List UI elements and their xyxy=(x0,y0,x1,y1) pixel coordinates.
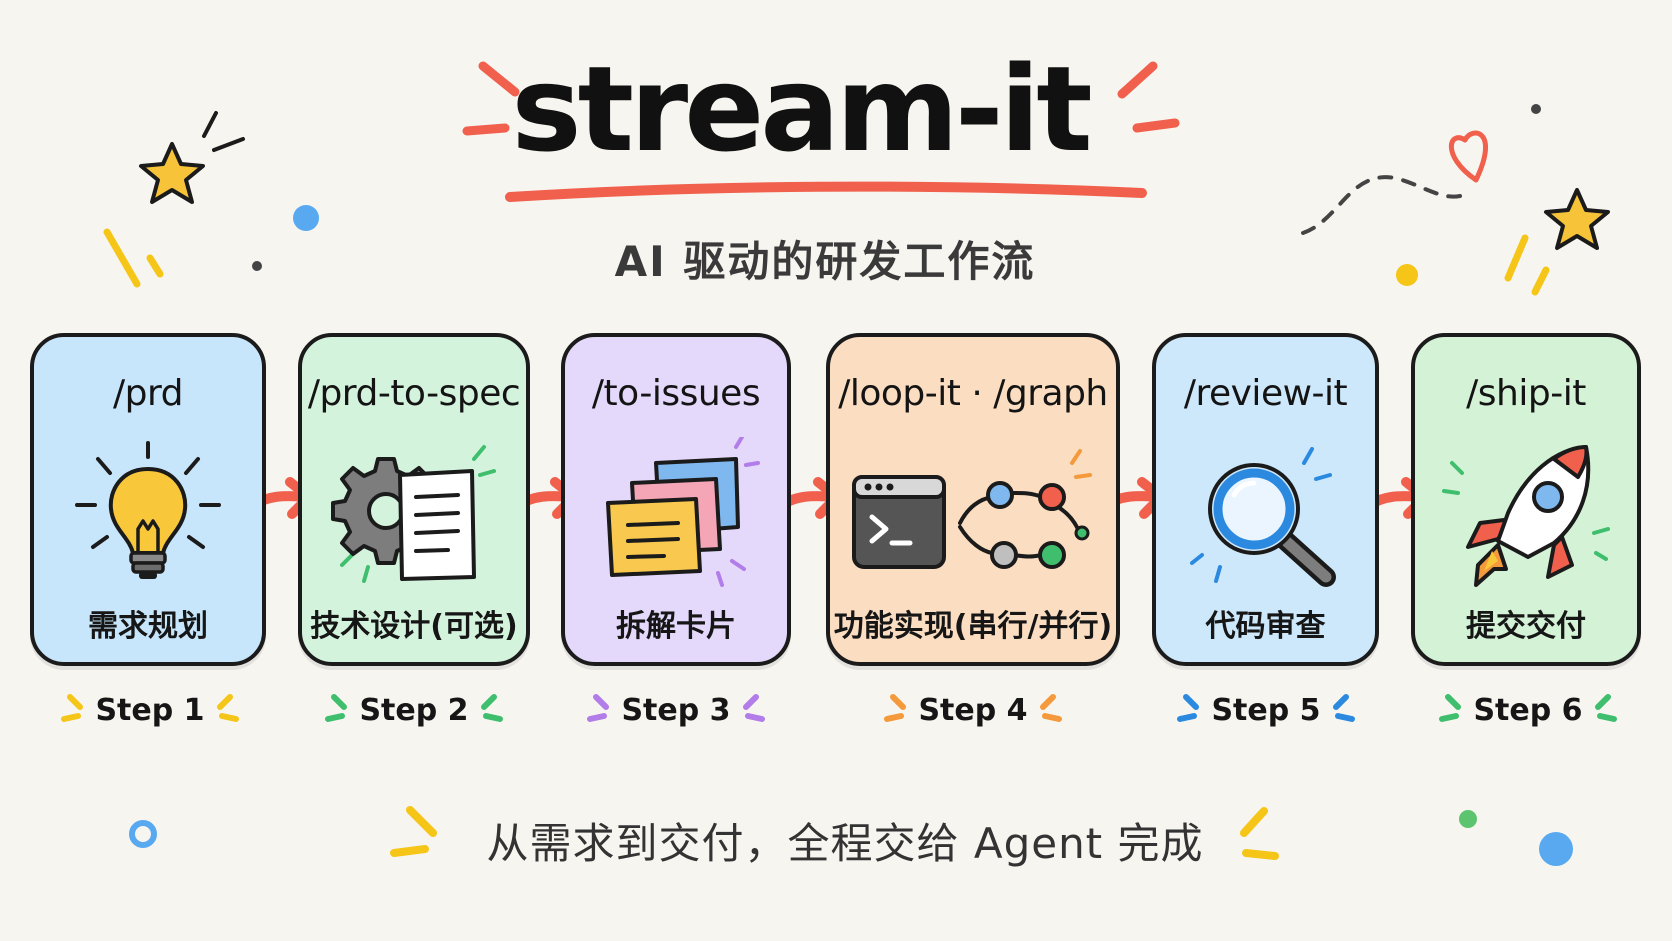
title-underline xyxy=(505,181,1147,202)
footer-tagline: 从需求到交付，全程交给 Agent 完成 xyxy=(486,819,1204,868)
description-label: 拆解卡片 xyxy=(616,609,736,644)
step-accent-2-1 xyxy=(331,694,347,710)
step-card-ship-it[interactable]: /ship-it 提交交付 xyxy=(1411,333,1641,666)
step-label-1: Step 1 xyxy=(95,693,205,728)
step-accent-4-3 xyxy=(1040,694,1056,710)
step-accent-3-3 xyxy=(743,694,759,710)
step-accent-4-1 xyxy=(890,694,906,710)
rocket-icon xyxy=(1415,437,1637,597)
page-title: stream-it xyxy=(511,40,1092,178)
stacked-cards-icon xyxy=(565,437,787,597)
step-card-prd[interactable]: /prd 需求规划 xyxy=(30,333,266,666)
step-card-loop-it-graph[interactable]: /loop-it · /graph xyxy=(826,333,1120,666)
command-label: /prd xyxy=(113,373,184,414)
star-icon-right xyxy=(1544,188,1610,250)
step-accent-5-2 xyxy=(1177,713,1197,722)
step-accent-6-4 xyxy=(1597,713,1617,722)
step-accent-2-4 xyxy=(483,713,503,722)
description-label: 功能实现(串行/并行) xyxy=(833,609,1113,644)
title-accent-left xyxy=(462,61,520,136)
step-label-3: Step 3 xyxy=(621,693,731,728)
description-label: 需求规划 xyxy=(88,609,208,644)
step-accent-5-3 xyxy=(1333,694,1349,710)
step-accent-1-3 xyxy=(217,694,233,710)
step-accent-2-3 xyxy=(481,694,497,710)
heart-icon xyxy=(1448,130,1489,183)
dashed-trail xyxy=(1301,175,1462,235)
page-subtitle: AI 驱动的研发工作流 xyxy=(614,237,1036,286)
step-accent-3-4 xyxy=(745,713,765,722)
step-label-2: Step 2 xyxy=(359,693,469,728)
step-label-6: Step 6 xyxy=(1473,693,1583,728)
step-accent-1-2 xyxy=(61,713,81,722)
description-label: 技术设计(可选) xyxy=(310,609,518,644)
step-label-5: Step 5 xyxy=(1211,693,1321,728)
description-label: 提交交付 xyxy=(1466,609,1586,644)
step-accent-6-2 xyxy=(1439,713,1459,722)
step-label-4: Step 4 xyxy=(918,693,1028,728)
step-accent-1-1 xyxy=(67,694,83,710)
command-label: /loop-it · /graph xyxy=(838,373,1108,414)
step-accent-4-4 xyxy=(1042,713,1062,722)
magnifier-icon xyxy=(1156,437,1375,597)
step-accent-1-4 xyxy=(219,713,239,722)
command-label: /to-issues xyxy=(591,373,761,414)
terminal-graph-icon xyxy=(830,437,1116,597)
command-label: /prd-to-spec xyxy=(307,373,521,414)
step-card-review-it[interactable]: /review-it 代码审查 xyxy=(1152,333,1379,666)
star-icon-left xyxy=(139,111,245,204)
step-accent-3-1 xyxy=(593,694,609,710)
step-accent-4-2 xyxy=(884,713,904,722)
lightbulb-icon xyxy=(34,437,262,597)
dot-blue-left xyxy=(293,205,319,231)
step-card-to-issues[interactable]: /to-issues 拆解卡片 xyxy=(561,333,791,666)
title-accent-right xyxy=(1117,61,1180,133)
step-accent-5-1 xyxy=(1183,694,1199,710)
step-accent-2-2 xyxy=(325,713,345,722)
description-label: 代码审查 xyxy=(1205,609,1326,644)
step-accent-6-1 xyxy=(1445,694,1461,710)
command-label: /ship-it xyxy=(1466,373,1586,414)
step-accent-6-3 xyxy=(1595,694,1611,710)
step-card-prd-to-spec[interactable]: /prd-to-spec 技术设计(可选) xyxy=(298,333,530,666)
command-label: /review-it xyxy=(1183,373,1348,414)
step-accent-5-4 xyxy=(1335,713,1355,722)
step-accent-3-2 xyxy=(587,713,607,722)
gear-document-icon xyxy=(302,437,526,597)
ring-blue-left xyxy=(129,820,157,848)
